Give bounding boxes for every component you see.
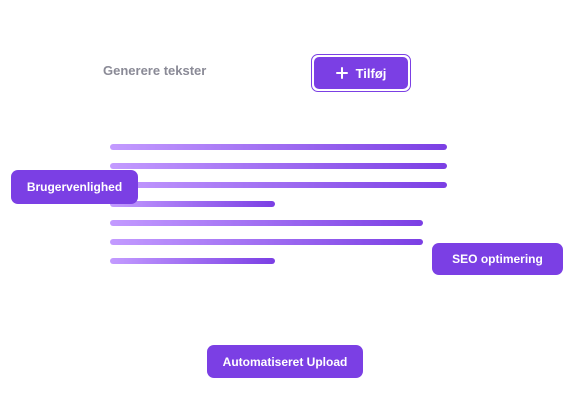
text-line xyxy=(110,239,423,245)
add-button-inner[interactable]: Tilføj xyxy=(314,57,408,89)
add-button[interactable]: Tilføj xyxy=(311,54,411,92)
plus-icon xyxy=(335,67,348,79)
text-line xyxy=(110,220,423,226)
text-line xyxy=(110,258,275,264)
text-line xyxy=(110,144,447,150)
text-line xyxy=(110,182,447,188)
text-line xyxy=(110,163,447,169)
usability-tag: Brugervenlighed xyxy=(11,170,138,204)
automated-upload-tag: Automatiseret Upload xyxy=(207,345,363,378)
generate-texts-label: Generere tekster xyxy=(103,63,207,78)
text-line xyxy=(110,201,275,207)
seo-optimization-tag: SEO optimering xyxy=(432,243,563,275)
add-button-label: Tilføj xyxy=(355,65,387,81)
